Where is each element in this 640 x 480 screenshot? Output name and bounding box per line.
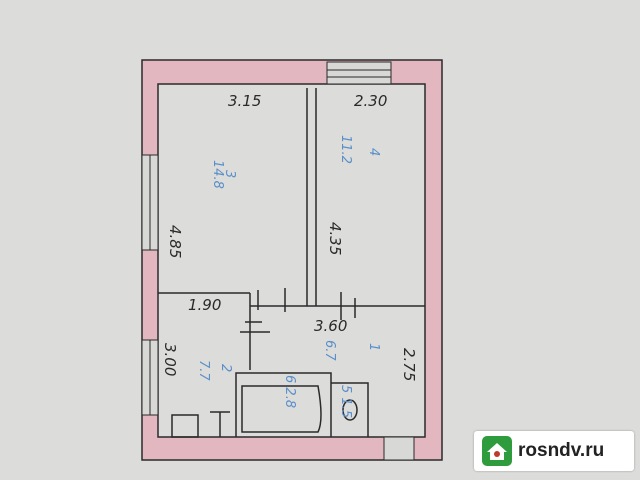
room6-label: 6 2.8: [282, 375, 297, 408]
dim-room3-length: 4.85: [166, 225, 184, 258]
logo-text: rosndv.ru: [518, 440, 605, 461]
window-top: [326, 61, 392, 85]
room3-area: 14.8: [210, 160, 225, 189]
room4-number: 4: [366, 148, 381, 156]
room1-area: 6.7: [322, 340, 337, 361]
room3-number: 3: [222, 170, 237, 178]
dim-room3-width: 3.15: [228, 92, 261, 110]
room1-number: 1: [366, 343, 381, 351]
rosndv-logo[interactable]: rosndv.ru: [474, 431, 634, 471]
dim-room2-length: 3.00: [161, 343, 179, 376]
dim-room2-width: 1.90: [188, 296, 221, 314]
interior-walls: [158, 88, 425, 438]
room4-area: 11.2: [338, 135, 353, 164]
dim-room1-width: 3.60: [314, 317, 347, 335]
room2-area: 7.7: [196, 360, 211, 381]
entrance-door: [383, 436, 415, 461]
dim-room4-length: 4.35: [326, 222, 344, 255]
house-icon: [482, 436, 512, 466]
room2-number: 2: [218, 364, 233, 372]
room5-label: 5 1.5: [338, 385, 353, 418]
dim-room4-width: 2.30: [354, 92, 387, 110]
dim-room1-length: 2.75: [400, 348, 418, 381]
